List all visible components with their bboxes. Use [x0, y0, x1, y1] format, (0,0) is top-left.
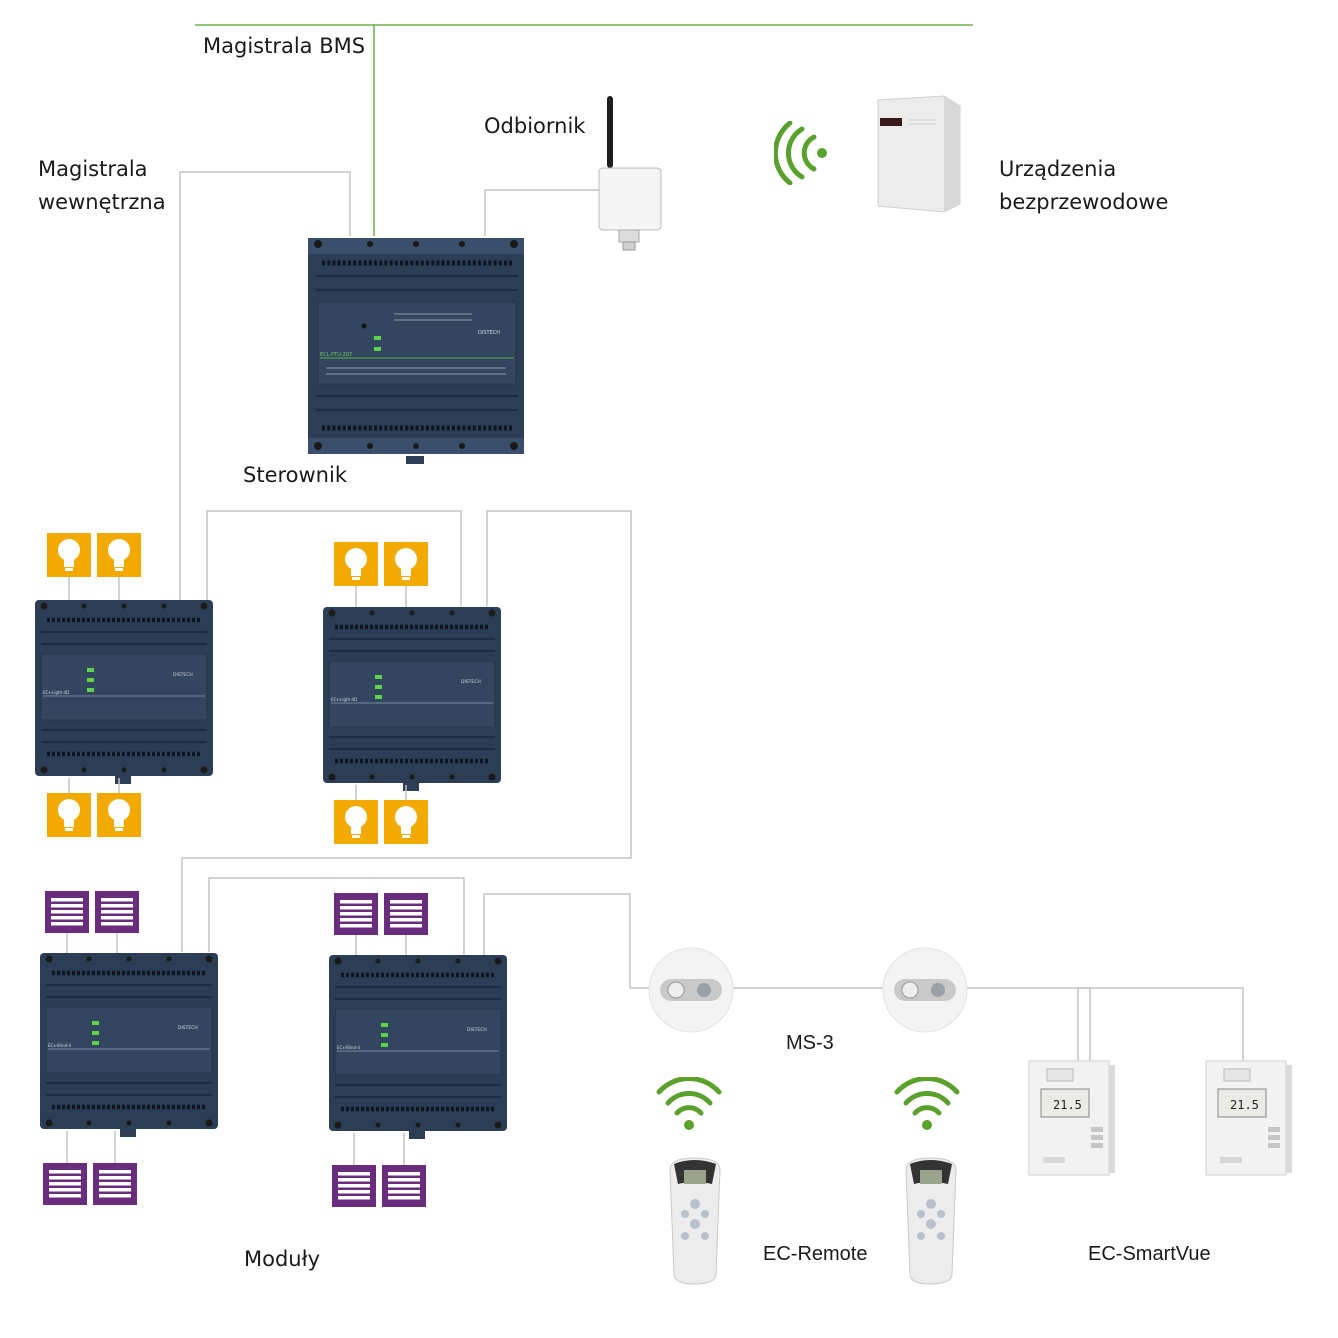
blind-icon	[382, 1165, 426, 1207]
light-module-2: ECx-Light-4D DISTECH	[323, 607, 501, 791]
wireless-signal-icon	[894, 1077, 960, 1130]
receiver-label: Odbiornik	[484, 114, 586, 138]
controller-label: Sterownik	[243, 463, 347, 487]
light-bulb-icon	[334, 800, 378, 844]
ms3-label: MS-3	[786, 1032, 834, 1054]
svg-text:ECx-Light-4D: ECx-Light-4D	[331, 697, 357, 702]
smartvue-wire	[1077, 987, 1244, 1062]
blind-icon	[334, 893, 378, 935]
bms-bus-label: Magistrala BMS	[203, 34, 366, 58]
receiver-device	[598, 96, 662, 251]
blind-icon	[93, 1163, 137, 1205]
internal-bus-label-line1: Magistrala	[38, 157, 148, 181]
ec-remote-device	[905, 1157, 957, 1285]
svg-text:DISTECH: DISTECH	[173, 672, 193, 678]
svg-text:ECx-Blind-4: ECx-Blind-4	[48, 1043, 71, 1048]
ms3-sensor-2	[882, 947, 968, 1033]
wireless-devices-label-line1: Urządzenia	[999, 157, 1117, 181]
ms3-sensor-1	[648, 947, 734, 1033]
blind-icon	[332, 1165, 376, 1207]
blind-icon	[95, 891, 139, 933]
ec-smartvue-label: EC-SmartVue	[1088, 1243, 1211, 1265]
internal-bus-label-line2: wewnętrzna	[38, 190, 166, 214]
ec-remote-label: EC-Remote	[763, 1243, 868, 1265]
svg-text:21.5: 21.5	[1230, 1098, 1259, 1112]
light-module-1: ECx-Light-4D DISTECH	[35, 600, 213, 784]
blind-module-2: ECx-Blind-4 DISTECH	[329, 955, 507, 1139]
ec-smartvue-device-1: 21.5	[1028, 1060, 1115, 1176]
blind-icon	[43, 1163, 87, 1205]
light-bulb-icon	[47, 533, 91, 577]
blind-module-1: ECx-Blind-4 DISTECH	[40, 953, 218, 1137]
light-bulb-icon	[47, 793, 91, 837]
svg-text:DISTECH: DISTECH	[461, 679, 481, 685]
svg-text:DISTECH: DISTECH	[467, 1027, 487, 1033]
modules-label: Moduły	[244, 1247, 321, 1271]
svg-text:DISTECH: DISTECH	[478, 330, 500, 336]
light-module-link-wire	[206, 510, 462, 606]
light-bulb-icon	[97, 793, 141, 837]
svg-text:ECx-Light-4D: ECx-Light-4D	[43, 690, 69, 695]
wireless-signal-icon	[656, 1077, 722, 1130]
light-bulb-icon	[384, 542, 428, 586]
light-bulb-icon	[384, 800, 428, 844]
wireless-signal-icon	[774, 121, 827, 185]
light-bulb-icon	[334, 542, 378, 586]
wireless-devices-label-line2: bezprzewodowe	[999, 190, 1169, 214]
svg-text:DISTECH: DISTECH	[178, 1025, 198, 1031]
controller-device: ECL-PTU-207 DISTECH	[308, 238, 524, 464]
blind-icon	[384, 893, 428, 935]
svg-text:ECL-PTU-207: ECL-PTU-207	[320, 352, 352, 358]
ec-smartvue-device-2: 21.5	[1205, 1060, 1292, 1176]
svg-text:ECx-Blind-4: ECx-Blind-4	[337, 1045, 360, 1050]
ms3-bus-wire	[483, 893, 1091, 1062]
svg-text:21.5: 21.5	[1053, 1098, 1082, 1112]
light-bulb-icon	[97, 533, 141, 577]
bus-to-blind-wire	[181, 510, 632, 952]
receiver-wire	[484, 189, 600, 236]
blind-module-link-wire	[208, 877, 465, 955]
ec-remote-device	[669, 1157, 721, 1285]
wireless-device	[877, 95, 961, 213]
blind-icon	[45, 891, 89, 933]
internal-bus-wire	[179, 171, 351, 600]
